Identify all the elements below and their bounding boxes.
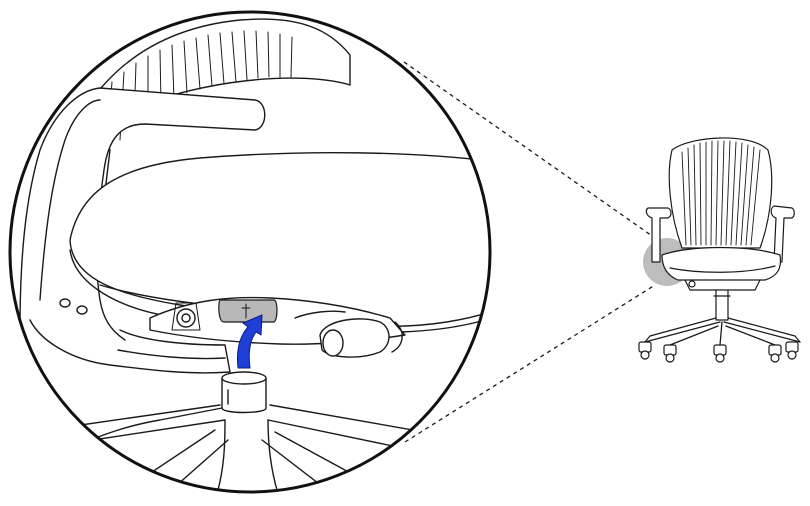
leader-line-top [403,61,656,239]
chair-armrest-left [645,207,672,263]
magnified-detail-lens [8,10,492,494]
chair-armrest-right [770,205,795,263]
chair-overview [638,137,801,363]
chair-column [715,289,729,321]
chair-base-legs [644,321,801,346]
chair-casters [638,341,799,363]
height-adjust-paddle [218,299,278,323]
seat-mechanism [149,296,406,358]
leader-line-bottom [404,284,656,443]
tension-knob [176,308,196,328]
lift-direction-arrow [237,314,263,369]
chair-backrest [668,137,773,249]
armrest [19,87,266,374]
chair-seat [661,246,782,281]
lens-border [8,10,492,494]
gas-cylinder [221,371,267,414]
callout-leader-lines [403,61,656,443]
